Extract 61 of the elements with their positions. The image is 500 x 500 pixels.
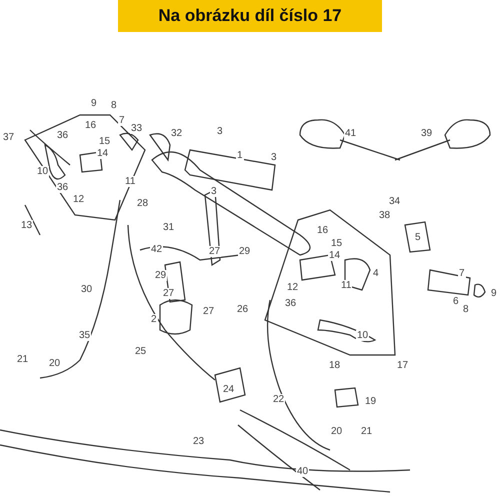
callout-number: 36 [56,130,70,141]
callout-number: 34 [388,196,402,207]
callout-number: 8 [462,304,470,315]
callout-number: 41 [344,128,358,139]
callout-number: 22 [272,394,286,405]
callout-number: 20 [48,358,62,369]
callout-number: 13 [20,220,34,231]
callout-number: 4 [372,268,380,279]
callout-number: 38 [378,210,392,221]
callout-number: 31 [162,222,176,233]
callout-number: 23 [192,436,206,447]
callout-number: 11 [340,280,352,291]
callout-number: 1 [236,150,244,161]
callout-number: 9 [90,98,98,109]
callout-number: 27 [208,246,222,257]
callout-number: 14 [96,148,110,159]
callout-number: 36 [284,298,298,309]
callout-number: 33 [130,123,144,134]
callout-number: 9 [490,288,498,299]
callout-number: 16 [84,120,98,131]
callout-number: 11 [124,176,136,187]
callout-number: 15 [330,238,344,249]
callout-number: 37 [2,132,16,143]
callout-number: 7 [118,115,126,126]
callout-number: 36 [56,182,70,193]
callout-number: 30 [80,284,94,295]
callout-number: 25 [134,346,148,357]
callout-number: 10 [36,166,50,177]
callout-number: 8 [110,100,118,111]
callout-number: 15 [98,136,112,147]
callout-number: 26 [236,304,250,315]
callout-number: 3 [270,152,278,163]
callout-number: 42 [150,244,164,255]
callout-number: 3 [216,126,224,137]
callout-number: 27 [162,288,176,299]
callout-number: 12 [72,194,86,205]
callout-number: 12 [286,282,300,293]
callout-number: 21 [16,354,30,365]
callout-number: 24 [222,384,236,395]
callout-number: 6 [452,296,460,307]
callout-number: 5 [414,232,422,243]
callout-number: 40 [296,466,310,477]
title-banner: Na obrázku díl číslo 17 [118,0,382,32]
callout-number: 27 [202,306,216,317]
callout-number: 29 [154,270,168,281]
callout-number: 35 [78,330,92,341]
callout-number: 29 [238,246,252,257]
callout-number: 21 [360,426,374,437]
callout-number: 2 [150,314,158,325]
callout-number: 39 [420,128,434,139]
callout-number: 7 [458,268,466,279]
callout-number: 14 [328,250,342,261]
callout-number: 10 [356,330,370,341]
callout-number: 32 [170,128,184,139]
callout-number: 3 [210,186,218,197]
callout-number: 20 [330,426,344,437]
callout-number: 18 [328,360,342,371]
callout-number: 17 [396,360,410,371]
callout-number: 28 [136,198,150,209]
callout-number: 16 [316,225,330,236]
callout-number: 19 [364,396,378,407]
